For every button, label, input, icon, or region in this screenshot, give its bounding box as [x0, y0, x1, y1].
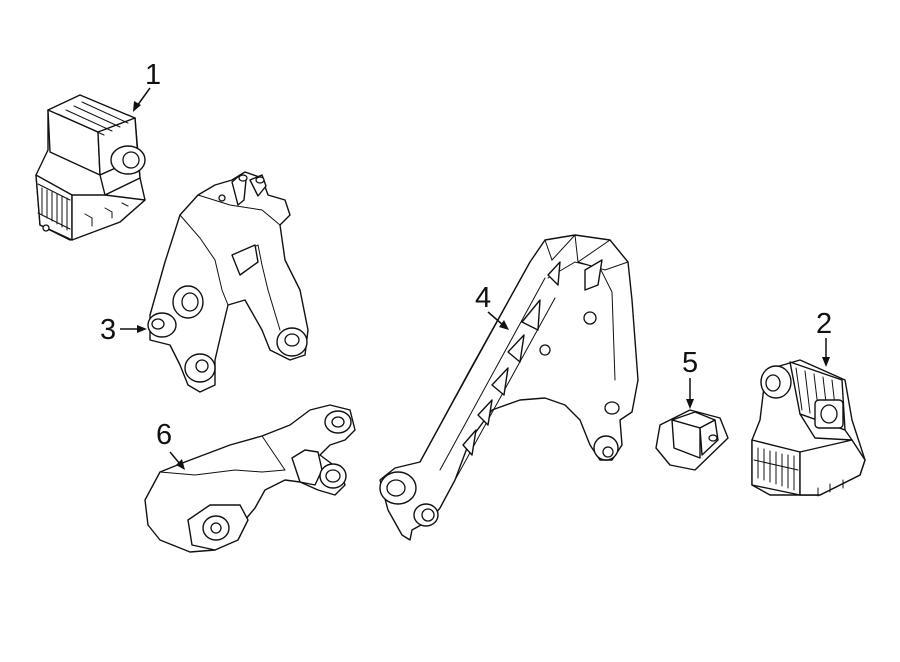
part-3-bracket[interactable]	[147, 171, 309, 393]
callout-2: 2	[816, 308, 832, 367]
callout-5: 5	[682, 347, 698, 409]
callout-3: 3	[100, 314, 147, 346]
callout-4-label: 4	[475, 282, 491, 314]
callout-5-label: 5	[682, 347, 698, 379]
callout-1: 1	[133, 59, 161, 112]
callout-3-label: 3	[100, 314, 116, 346]
part-2-mount-module[interactable]	[751, 359, 866, 497]
callout-6-label: 6	[156, 419, 172, 451]
part-6-torque-rod[interactable]	[144, 404, 356, 553]
part-4-torque-arm[interactable]	[379, 234, 639, 541]
callout-6: 6	[156, 419, 185, 470]
callout-4: 4	[475, 282, 509, 330]
callout-2-label: 2	[816, 308, 832, 340]
part-5-small-bracket[interactable]	[655, 409, 729, 471]
part-1-mount-module[interactable]	[35, 94, 146, 241]
callout-1-label: 1	[145, 59, 161, 91]
